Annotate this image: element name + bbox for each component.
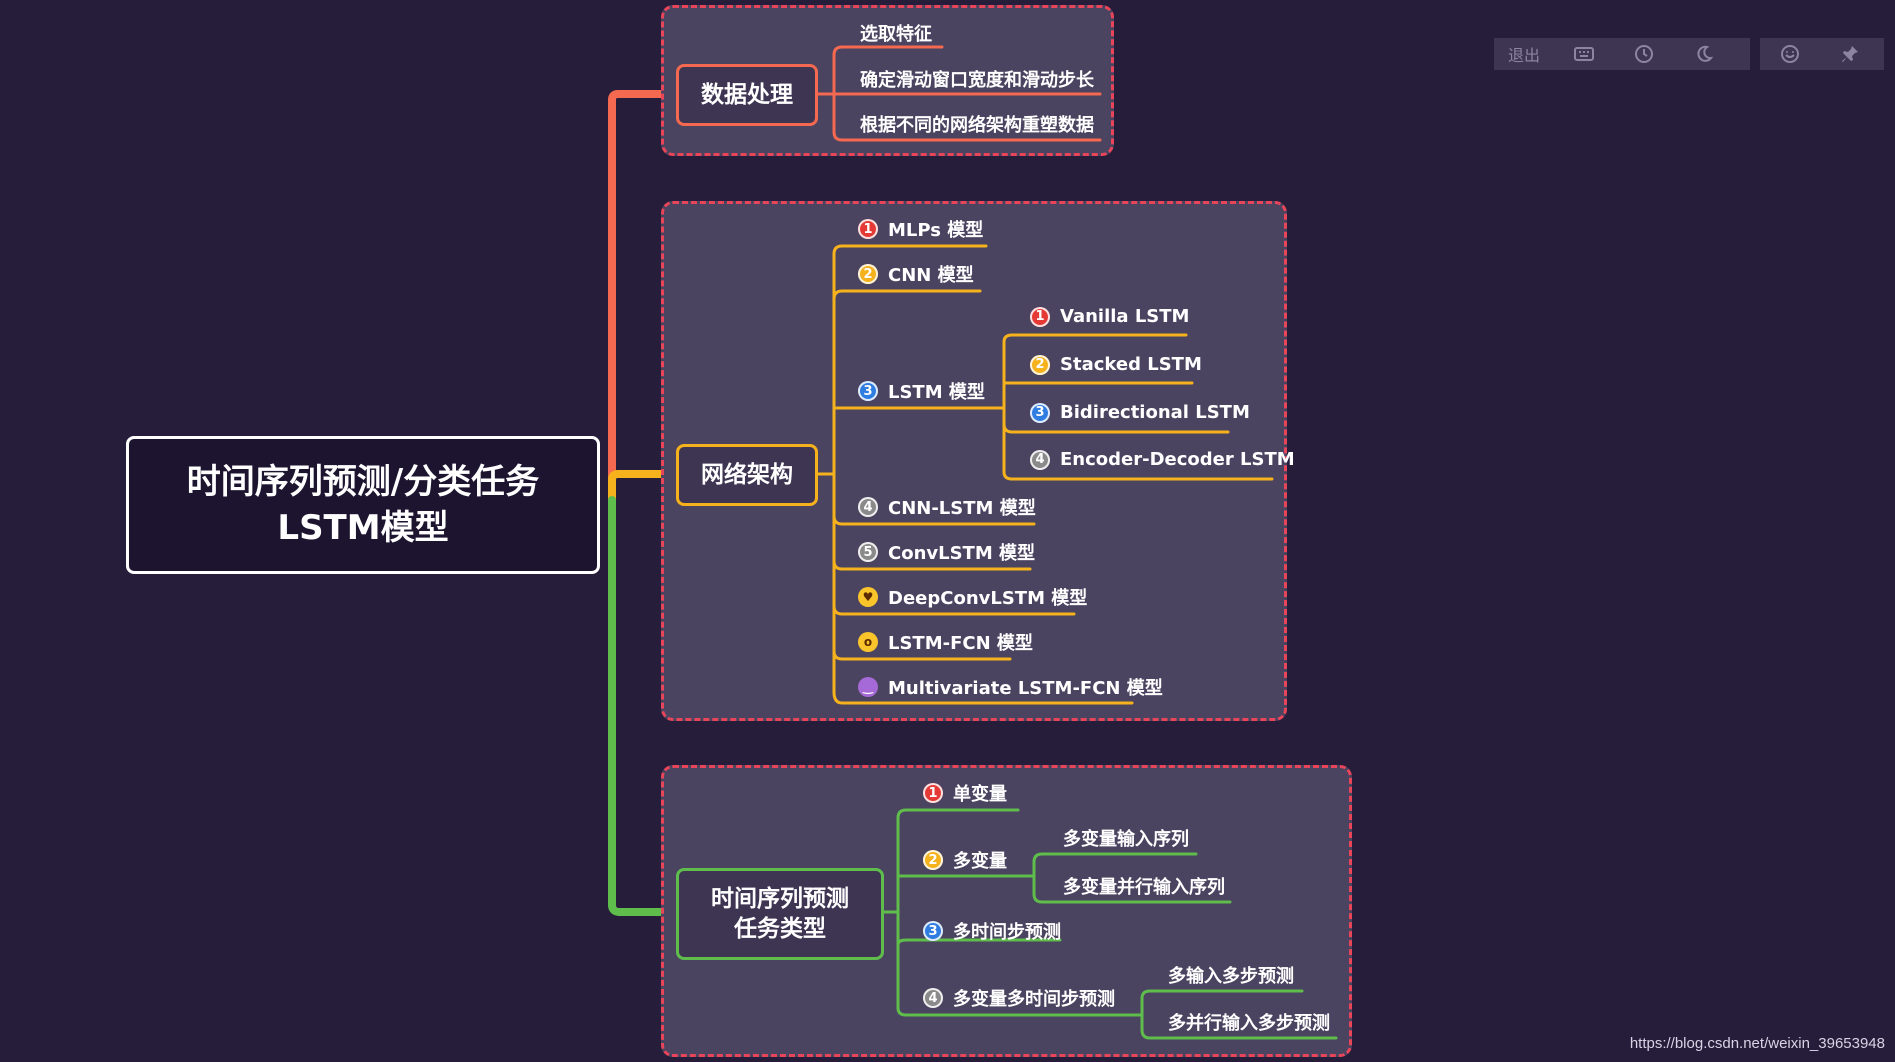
smiley-icon[interactable] bbox=[1760, 38, 1820, 70]
leaf-label: 多输入多步预测 bbox=[1168, 966, 1294, 987]
keyboard-icon[interactable] bbox=[1554, 38, 1614, 70]
root-title-line2: LSTM模型 bbox=[277, 508, 449, 548]
leaf-multi-input-multistep[interactable]: 多输入多步预测 bbox=[1168, 962, 1294, 988]
leaf-bidirectional-lstm[interactable]: 3 Bidirectional LSTM bbox=[1030, 402, 1250, 423]
pin-icon[interactable] bbox=[1820, 38, 1880, 70]
presentation-toolbar-right bbox=[1760, 38, 1884, 70]
node-data-processing-label: 数据处理 bbox=[701, 82, 793, 108]
leaf-deepconvlstm-model[interactable]: ♥ DeepConvLSTM 模型 bbox=[858, 584, 1087, 610]
leaf-multivariate-multistep[interactable]: 4 多变量多时间步预测 bbox=[923, 985, 1115, 1011]
leaf-label: 选取特征 bbox=[860, 24, 932, 45]
moon-icon[interactable] bbox=[1674, 38, 1734, 70]
node-task-type-label-line2: 任务类型 bbox=[734, 916, 826, 942]
leaf-label: LSTM 模型 bbox=[888, 382, 985, 403]
leaf-multivariate-input-series[interactable]: 多变量输入序列 bbox=[1063, 825, 1189, 851]
number-2-badge-icon: 2 bbox=[858, 264, 878, 284]
number-2-badge-icon: 2 bbox=[1030, 354, 1050, 375]
leaf-label: LSTM-FCN 模型 bbox=[888, 633, 1033, 654]
leaf-multi-parallel-input-multistep[interactable]: 多并行输入多步预测 bbox=[1168, 1009, 1330, 1035]
leaf-label: ConvLSTM 模型 bbox=[888, 543, 1036, 564]
leaf-label: 多并行输入多步预测 bbox=[1168, 1013, 1330, 1034]
leaf-stacked-lstm[interactable]: 2 Stacked LSTM bbox=[1030, 354, 1202, 375]
exit-button[interactable]: 退出 bbox=[1494, 38, 1554, 70]
root-title-line1: 时间序列预测/分类任务 bbox=[186, 462, 540, 502]
number-4-badge-icon: 4 bbox=[858, 497, 878, 517]
leaf-cnn-lstm-model[interactable]: 4 CNN-LSTM 模型 bbox=[858, 494, 1036, 520]
leaf-label: CNN 模型 bbox=[888, 265, 974, 286]
number-1-badge-icon: 1 bbox=[858, 219, 878, 239]
leaf-label: 多变量并行输入序列 bbox=[1063, 877, 1225, 898]
leaf-label: 单变量 bbox=[953, 784, 1007, 805]
number-3-badge-icon: 3 bbox=[858, 381, 878, 401]
leaf-label: 多变量多时间步预测 bbox=[953, 989, 1115, 1010]
leaf-lstm-model[interactable]: 3 LSTM 模型 bbox=[858, 378, 985, 404]
number-3-badge-icon: 3 bbox=[1030, 402, 1050, 423]
leaf-select-features[interactable]: 选取特征 bbox=[860, 20, 932, 46]
node-task-type[interactable]: 时间序列预测 任务类型 bbox=[676, 868, 884, 960]
heart-eyes-emoji-icon: ♥ bbox=[858, 587, 878, 607]
node-network-architecture-label: 网络架构 bbox=[701, 462, 793, 488]
clock-icon[interactable] bbox=[1614, 38, 1674, 70]
leaf-label: 确定滑动窗口宽度和滑动步长 bbox=[860, 70, 1094, 91]
number-4-badge-icon: 4 bbox=[923, 988, 943, 1008]
leaf-label: 多变量输入序列 bbox=[1063, 829, 1189, 850]
leaf-label: 根据不同的网络架构重塑数据 bbox=[860, 115, 1094, 136]
root-node[interactable]: 时间序列预测/分类任务 LSTM模型 bbox=[126, 436, 600, 574]
leaf-label: Stacked LSTM bbox=[1060, 354, 1202, 375]
leaf-vanilla-lstm[interactable]: 1 Vanilla LSTM bbox=[1030, 306, 1189, 327]
exit-label: 退出 bbox=[1507, 46, 1540, 65]
leaf-label: Bidirectional LSTM bbox=[1060, 402, 1250, 423]
leaf-lstm-fcn-model[interactable]: o LSTM-FCN 模型 bbox=[858, 629, 1033, 655]
leaf-univariate[interactable]: 1 单变量 bbox=[923, 780, 1007, 806]
presentation-toolbar-left: 退出 bbox=[1494, 38, 1750, 70]
surprised-emoji-icon: o bbox=[858, 632, 878, 652]
leaf-multivariate-parallel-input-series[interactable]: 多变量并行输入序列 bbox=[1063, 873, 1225, 899]
smirk-emoji-icon: ‿ bbox=[858, 677, 878, 697]
number-4-badge-icon: 4 bbox=[1030, 449, 1050, 470]
leaf-encoder-decoder-lstm[interactable]: 4 Encoder-Decoder LSTM bbox=[1030, 449, 1295, 470]
leaf-multistep[interactable]: 3 多时间步预测 bbox=[923, 918, 1061, 944]
leaf-reshape-data[interactable]: 根据不同的网络架构重塑数据 bbox=[860, 111, 1094, 137]
node-task-type-label-line1: 时间序列预测 bbox=[711, 886, 849, 912]
leaf-label: MLPs 模型 bbox=[888, 220, 984, 241]
leaf-label: DeepConvLSTM 模型 bbox=[888, 588, 1088, 609]
leaf-label: Encoder-Decoder LSTM bbox=[1060, 449, 1295, 470]
leaf-label: 多变量 bbox=[953, 851, 1007, 872]
node-network-architecture[interactable]: 网络架构 bbox=[676, 444, 818, 506]
leaf-sliding-window[interactable]: 确定滑动窗口宽度和滑动步长 bbox=[860, 66, 1094, 92]
number-3-badge-icon: 3 bbox=[923, 921, 943, 941]
leaf-label: Vanilla LSTM bbox=[1060, 306, 1190, 327]
watermark-url: https://blog.csdn.net/weixin_39653948 bbox=[1629, 1035, 1885, 1052]
leaf-cnn-model[interactable]: 2 CNN 模型 bbox=[858, 261, 974, 287]
number-1-badge-icon: 1 bbox=[1030, 306, 1050, 327]
node-data-processing[interactable]: 数据处理 bbox=[676, 64, 818, 126]
number-5-badge-icon: 5 bbox=[858, 542, 878, 562]
number-1-badge-icon: 1 bbox=[923, 783, 943, 803]
leaf-convlstm-model[interactable]: 5 ConvLSTM 模型 bbox=[858, 539, 1035, 565]
leaf-label: CNN-LSTM 模型 bbox=[888, 498, 1036, 519]
leaf-label: Multivariate LSTM-FCN 模型 bbox=[888, 678, 1163, 699]
leaf-multivariate-lstm-fcn-model[interactable]: ‿ Multivariate LSTM-FCN 模型 bbox=[858, 674, 1163, 700]
leaf-mlps-model[interactable]: 1 MLPs 模型 bbox=[858, 216, 983, 242]
number-2-badge-icon: 2 bbox=[923, 850, 943, 870]
leaf-multivariate[interactable]: 2 多变量 bbox=[923, 847, 1007, 873]
leaf-label: 多时间步预测 bbox=[953, 922, 1061, 943]
